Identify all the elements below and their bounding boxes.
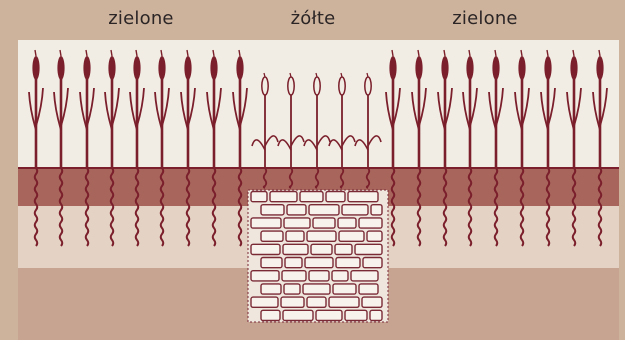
- wall-stone: [348, 192, 378, 202]
- buried-wall: [248, 190, 388, 322]
- wall-stone: [333, 284, 356, 294]
- ear-icon: [518, 56, 525, 80]
- ear-icon: [108, 56, 115, 80]
- wall-stone: [251, 297, 278, 307]
- wall-stone: [335, 244, 352, 254]
- wall-stone: [338, 218, 356, 228]
- wall-stone: [270, 192, 297, 202]
- ear-icon: [236, 56, 243, 80]
- wall-stone: [303, 284, 330, 294]
- wall-stone: [307, 231, 336, 241]
- wall-stone: [371, 205, 382, 215]
- wall-stone: [326, 192, 345, 202]
- awn-icon: [187, 50, 188, 56]
- ear-icon: [365, 77, 371, 95]
- wall-stone: [251, 218, 281, 228]
- wall-stone: [261, 258, 282, 268]
- wall-stone: [305, 258, 333, 268]
- wall-stone: [251, 244, 280, 254]
- ear-icon: [570, 56, 577, 80]
- wall-stone: [287, 205, 306, 215]
- ear-icon: [83, 56, 90, 80]
- wall-stone: [316, 310, 342, 320]
- wall-stone: [359, 218, 382, 228]
- ear-icon: [32, 56, 39, 80]
- wall-stone: [363, 258, 382, 268]
- awn-icon: [547, 50, 548, 56]
- awn-icon: [60, 50, 61, 56]
- ear-icon: [492, 56, 499, 80]
- awn-icon: [469, 50, 470, 56]
- wall-stone: [345, 310, 367, 320]
- awn-icon: [161, 50, 162, 56]
- wall-stone: [359, 284, 378, 294]
- wall-stone: [284, 284, 300, 294]
- wall-stone: [313, 218, 335, 228]
- awn-icon: [392, 50, 393, 56]
- wall-stone: [282, 271, 306, 281]
- ear-icon: [210, 56, 217, 80]
- awn-icon: [599, 50, 600, 56]
- wall-stone: [311, 244, 332, 254]
- ear-icon: [262, 77, 268, 95]
- awn-icon: [573, 50, 574, 56]
- awn-icon: [495, 50, 496, 56]
- wall-stone: [283, 310, 313, 320]
- wall-stone: [351, 271, 378, 281]
- ear-icon: [288, 77, 294, 95]
- wall-stone: [336, 258, 360, 268]
- wall-stone: [342, 205, 368, 215]
- wall-stone: [309, 205, 339, 215]
- ear-icon: [415, 56, 422, 80]
- ear-icon: [57, 56, 64, 80]
- ear-icon: [466, 56, 473, 80]
- wall-stone: [261, 284, 281, 294]
- wall-stone: [285, 258, 302, 268]
- wall-stone: [261, 310, 280, 320]
- wall-stone: [300, 192, 323, 202]
- wall-stone: [251, 192, 267, 202]
- wall-stone: [362, 297, 382, 307]
- wall-stone: [261, 205, 284, 215]
- wall-stone: [309, 271, 329, 281]
- wall-stone: [329, 297, 359, 307]
- wall-stone: [367, 231, 382, 241]
- awn-icon: [86, 50, 87, 56]
- ear-icon: [133, 56, 140, 80]
- wall-stone: [355, 244, 382, 254]
- awn-icon: [239, 50, 240, 56]
- wall-stone: [261, 231, 283, 241]
- awn-icon: [136, 50, 137, 56]
- wall-stone: [332, 271, 348, 281]
- ear-icon: [544, 56, 551, 80]
- ear-icon: [339, 77, 345, 95]
- sky-band: [18, 40, 619, 168]
- ear-icon: [314, 77, 320, 95]
- ear-icon: [389, 56, 396, 80]
- wall-stone: [283, 244, 308, 254]
- awn-icon: [418, 50, 419, 56]
- wall-stone: [339, 231, 364, 241]
- wall-stone: [307, 297, 326, 307]
- awn-icon: [521, 50, 522, 56]
- awn-icon: [35, 50, 36, 56]
- awn-icon: [444, 50, 445, 56]
- ear-icon: [441, 56, 448, 80]
- ear-icon: [158, 56, 165, 80]
- wall-stone: [251, 271, 279, 281]
- wall-stone: [284, 218, 310, 228]
- wall-stone: [281, 297, 304, 307]
- awn-icon: [213, 50, 214, 56]
- ear-icon: [596, 56, 603, 80]
- ear-icon: [184, 56, 191, 80]
- wall-stone: [370, 310, 382, 320]
- wall-stone: [286, 231, 304, 241]
- awn-icon: [111, 50, 112, 56]
